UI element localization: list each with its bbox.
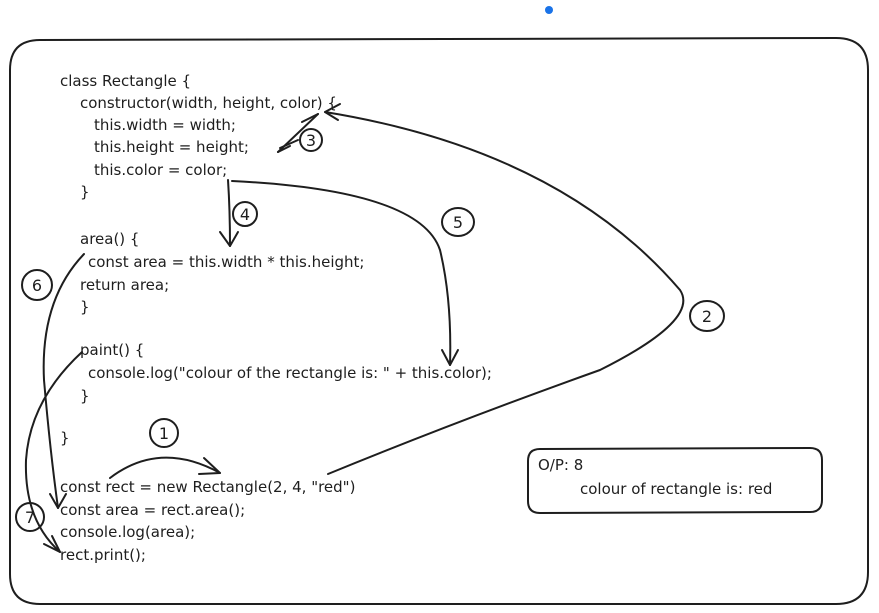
code-line: const rect = new Rectangle(2, 4, "red") <box>60 478 355 496</box>
code-line: console.log(area); <box>60 523 195 541</box>
code-line: } <box>60 429 70 447</box>
code-line: this.height = height; <box>94 138 249 156</box>
code-line: area() { <box>80 230 139 248</box>
step-label: 3 <box>306 131 316 150</box>
code-line: paint() { <box>80 341 144 359</box>
code-line: } <box>80 387 90 405</box>
step-label: 6 <box>32 276 42 295</box>
code-line: } <box>80 298 90 316</box>
code-line: } <box>80 183 90 201</box>
step-badge-2: 2 <box>689 300 725 332</box>
code-line: const area = this.width * this.height; <box>88 253 364 271</box>
arrow-3 <box>277 113 319 153</box>
output-line-1: O/P: 8 <box>538 456 583 474</box>
step-badge-1: 1 <box>149 418 179 448</box>
arrow-1 <box>109 456 221 479</box>
step-label: 1 <box>159 424 169 443</box>
code-line: constructor(width, height, color) { <box>80 94 337 112</box>
step-label: 2 <box>702 307 712 326</box>
code-line: this.color = color; <box>94 161 227 179</box>
step-badge-4: 4 <box>232 201 258 227</box>
output-box: O/P: 8 colour of rectangle is: red <box>527 447 823 514</box>
step-label: 5 <box>453 213 463 232</box>
code-line: console.log("colour of the rectangle is:… <box>88 364 492 382</box>
step-badge-5: 5 <box>441 207 475 237</box>
code-line: this.width = width; <box>94 116 236 134</box>
output-line-2: colour of rectangle is: red <box>580 480 772 498</box>
arrow-4 <box>219 179 239 247</box>
code-line: return area; <box>80 276 169 294</box>
outer-frame <box>9 37 869 605</box>
code-line: const area = rect.area(); <box>60 501 245 519</box>
cursor-dot <box>545 6 553 14</box>
code-line: rect.print(); <box>60 546 146 564</box>
step-label: 7 <box>25 508 35 527</box>
step-label: 4 <box>240 205 250 224</box>
arrow-2 <box>324 103 685 475</box>
step-badge-7: 7 <box>15 502 45 532</box>
step-badge-3: 3 <box>299 128 323 152</box>
arrow-5 <box>231 180 459 366</box>
code-line: class Rectangle { <box>60 72 191 90</box>
step-badge-6: 6 <box>21 269 53 301</box>
arrow-6 <box>42 253 85 509</box>
code-block: class Rectangle { constructor(width, hei… <box>60 72 492 564</box>
arrow-7 <box>24 351 83 553</box>
